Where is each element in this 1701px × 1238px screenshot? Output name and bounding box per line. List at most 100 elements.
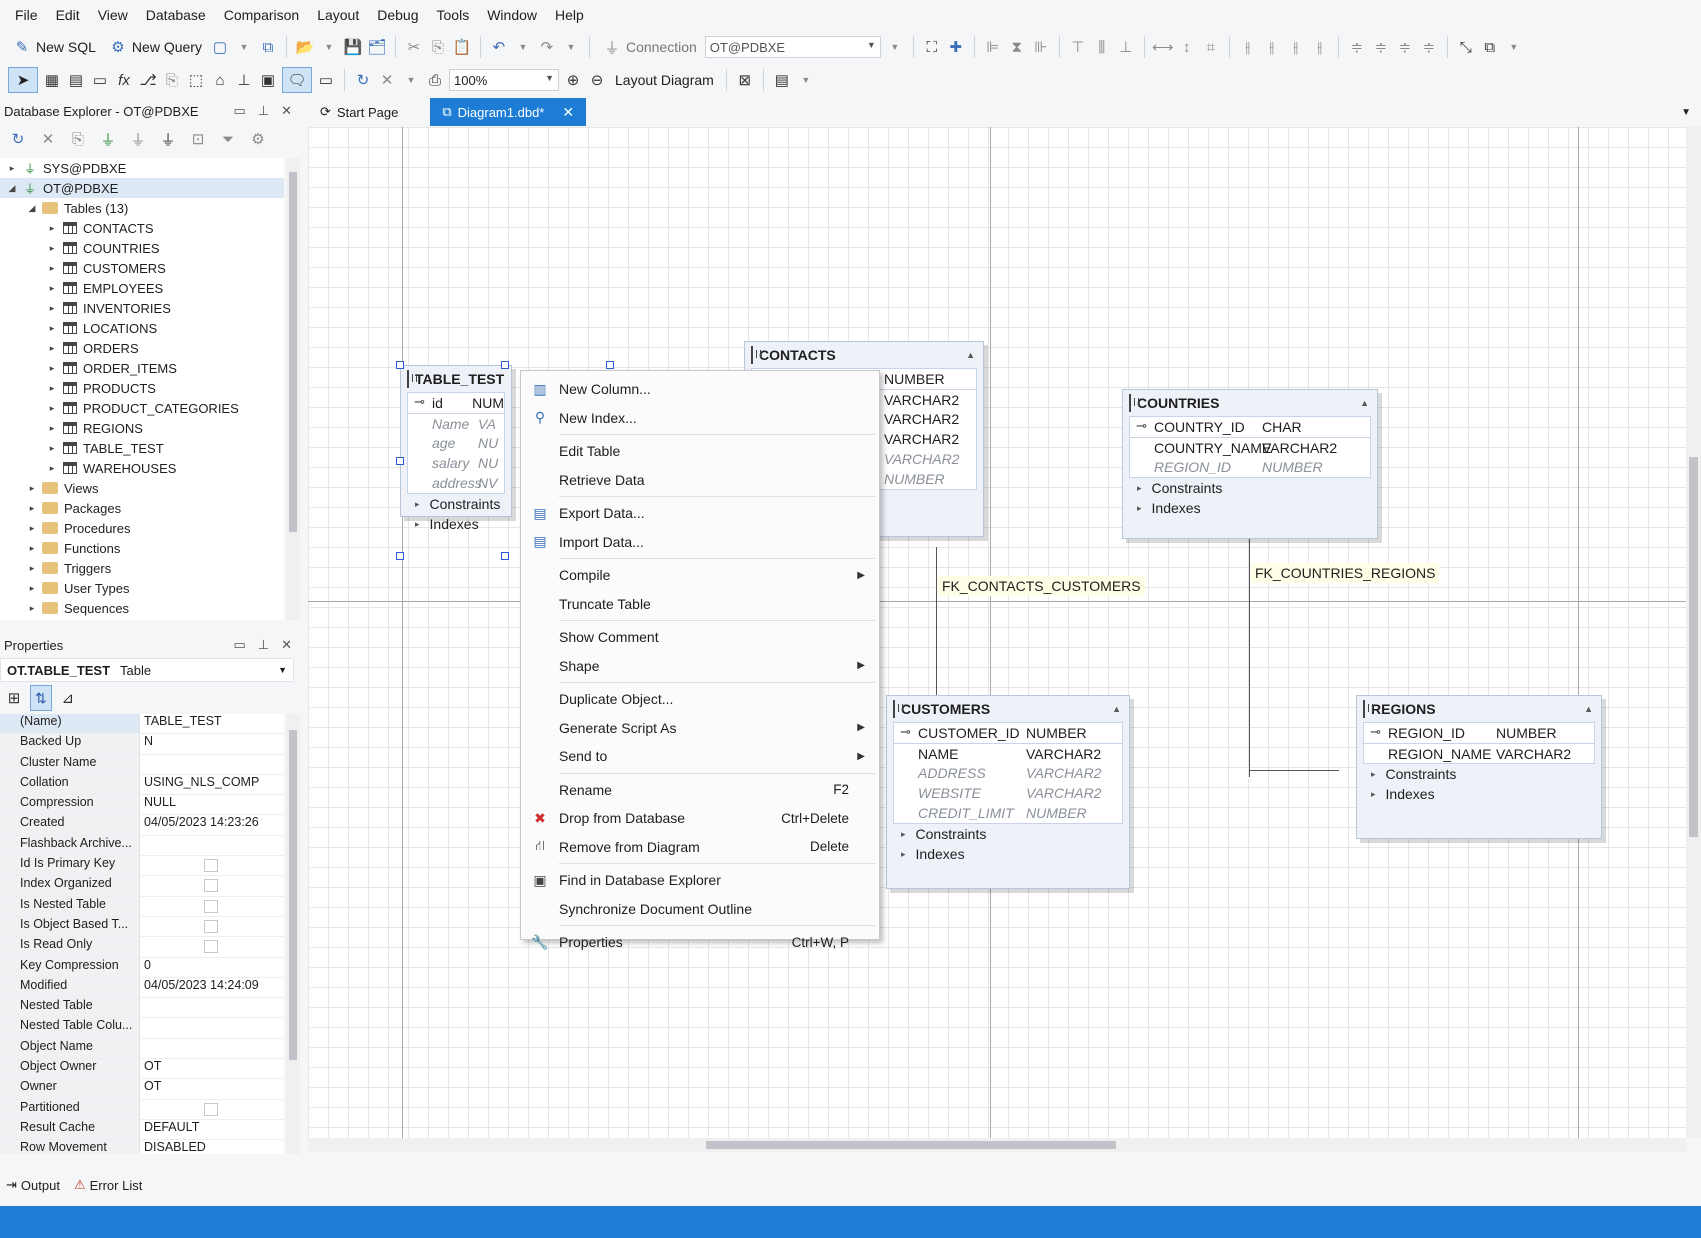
print-preview-icon[interactable]: ⎙: [428, 71, 441, 89]
stamp-tool-icon[interactable]: ⊥: [237, 72, 251, 89]
tree-table-warehouses[interactable]: ▸WAREHOUSES: [0, 458, 284, 478]
property-value[interactable]: [140, 1018, 284, 1037]
context-menu-item-find-in-database-explorer[interactable]: ▣Find in Database Explorer: [521, 866, 879, 895]
property-value[interactable]: N: [144, 734, 154, 749]
collapse-icon[interactable]: ▲: [1112, 704, 1121, 714]
checkbox[interactable]: [204, 859, 218, 873]
property-value[interactable]: [140, 856, 284, 875]
properties-scrollbar[interactable]: [286, 714, 300, 1154]
entity-indexes-group[interactable]: ▸Indexes: [401, 514, 511, 534]
categorized-icon[interactable]: ⊞: [7, 690, 21, 707]
tree-folder-functions[interactable]: ▸Functions: [0, 538, 284, 558]
property-value[interactable]: OT: [144, 1059, 162, 1074]
tree-folder-tables[interactable]: ◢Tables (13): [0, 198, 284, 218]
entity-header[interactable]: CUSTOMERS▲: [887, 696, 1129, 722]
context-menu-item-import-data[interactable]: ▤Import Data...: [521, 528, 879, 557]
collapse-icon[interactable]: ▲: [1360, 398, 1369, 408]
align-left-icon[interactable]: ⊫: [986, 39, 1000, 56]
expand-caret-icon[interactable]: ▸: [1137, 482, 1142, 493]
expand-caret-icon[interactable]: ▸: [49, 402, 55, 413]
tree-table-orders[interactable]: ▸ORDERS: [0, 338, 284, 358]
property-value[interactable]: [140, 876, 284, 895]
entity-indexes-group[interactable]: ▸Indexes: [1357, 784, 1601, 804]
stop-icon[interactable]: ✕: [41, 131, 55, 148]
property-value[interactable]: [140, 755, 284, 774]
refresh-icon[interactable]: ↻: [356, 72, 370, 89]
property-row[interactable]: Index Organized: [0, 876, 284, 897]
tree-table-contacts[interactable]: ▸CONTACTS: [0, 218, 284, 238]
entity-header[interactable]: TABLE_TEST: [401, 366, 511, 392]
note-tool-icon[interactable]: ⌂: [215, 71, 225, 89]
disconnect-icon[interactable]: ⏚: [160, 131, 176, 149]
pointer-tool[interactable]: ➤: [8, 67, 38, 93]
expand-caret-icon[interactable]: ▸: [49, 422, 55, 433]
entity-indexes-group[interactable]: ▸Indexes: [1123, 498, 1377, 518]
table-tool-icon[interactable]: ▦: [44, 72, 60, 89]
window-position-icon[interactable]: ▭: [233, 637, 246, 652]
new-connection-icon[interactable]: ⏚: [100, 131, 116, 149]
menu-window[interactable]: Window: [487, 7, 537, 23]
tree-table-order-items[interactable]: ▸ORDER_ITEMS: [0, 358, 284, 378]
property-value[interactable]: DISABLED: [144, 1140, 206, 1154]
fit-icon[interactable]: ⛶: [926, 38, 938, 56]
entity-constraints-group[interactable]: ▸Constraints: [1123, 478, 1377, 498]
tab-start-page[interactable]: ⟳Start Page: [320, 104, 399, 120]
copy-icon[interactable]: ⎘: [431, 38, 444, 56]
edit-connection-icon[interactable]: ⏚: [130, 131, 146, 149]
expand-caret-icon[interactable]: ▸: [29, 562, 35, 573]
zoom-select[interactable]: 100%▼: [449, 69, 559, 91]
checkbox[interactable]: [204, 919, 218, 933]
property-value[interactable]: [140, 937, 284, 956]
container-tool-icon[interactable]: ⬚: [188, 72, 204, 89]
vspace-equal-icon[interactable]: ≑: [1350, 39, 1364, 56]
property-value[interactable]: 0: [144, 957, 151, 972]
tree-table-inventories[interactable]: ▸INVENTORIES: [0, 298, 284, 318]
view-tool-icon[interactable]: ▤: [68, 72, 84, 89]
redo-icon[interactable]: ↷: [540, 39, 554, 56]
dropdown-arrow-icon[interactable]: ▼: [239, 42, 249, 52]
vspace-decrease-icon[interactable]: ≑: [1398, 39, 1412, 56]
property-value[interactable]: NULL: [144, 795, 176, 810]
align-center-icon[interactable]: ⧗: [1011, 38, 1023, 56]
tree-table-locations[interactable]: ▸LOCATIONS: [0, 318, 284, 338]
column-row[interactable]: VARCHAR2: [752, 449, 976, 469]
checkbox[interactable]: [204, 879, 218, 893]
expand-caret-icon[interactable]: ▸: [49, 302, 55, 313]
new-sql-button[interactable]: ✎New SQL: [8, 34, 100, 60]
zoom-out-icon[interactable]: ⊖: [590, 72, 604, 89]
tree-connection-sys[interactable]: ▸⏚SYS@PDBXE: [0, 158, 284, 178]
property-row[interactable]: Id Is Primary Key: [0, 856, 284, 877]
expand-caret-icon[interactable]: ▸: [49, 222, 55, 233]
context-menu-item-compile[interactable]: Compile▶: [521, 561, 879, 590]
expand-caret-icon[interactable]: ▸: [49, 322, 55, 333]
canvas-vertical-scrollbar[interactable]: [1686, 127, 1701, 1138]
same-height-icon[interactable]: ↕: [1183, 38, 1191, 56]
output-tab[interactable]: ⇥Output: [6, 1177, 60, 1193]
bring-front-icon[interactable]: ⧉: [1484, 38, 1496, 56]
align-middle-icon[interactable]: ⫼: [1098, 38, 1106, 56]
tree-folder-procedures[interactable]: ▸Procedures: [0, 518, 284, 538]
align-right-icon[interactable]: ⊪: [1034, 39, 1048, 56]
expand-caret-icon[interactable]: ▸: [415, 518, 420, 529]
expand-caret-icon[interactable]: ▸: [49, 262, 55, 273]
filter-icon[interactable]: ⏷: [221, 130, 234, 148]
property-value[interactable]: USING_NLS_COMP: [144, 774, 260, 789]
hspace-increase-icon[interactable]: ⫲: [1269, 38, 1275, 56]
settings-icon[interactable]: ⚙: [251, 131, 265, 148]
diagram-overview-icon[interactable]: ⊠: [738, 72, 752, 89]
tab-diagram[interactable]: ⧉Diagram1.dbd*✕: [430, 98, 587, 126]
context-menu-item-retrieve-data[interactable]: Retrieve Data: [521, 466, 879, 495]
expand-caret-icon[interactable]: ▸: [49, 282, 55, 293]
hspace-remove-icon[interactable]: ⫲: [1317, 38, 1323, 56]
explorer-scrollbar[interactable]: [286, 158, 300, 620]
selection-handle[interactable]: [501, 552, 509, 560]
